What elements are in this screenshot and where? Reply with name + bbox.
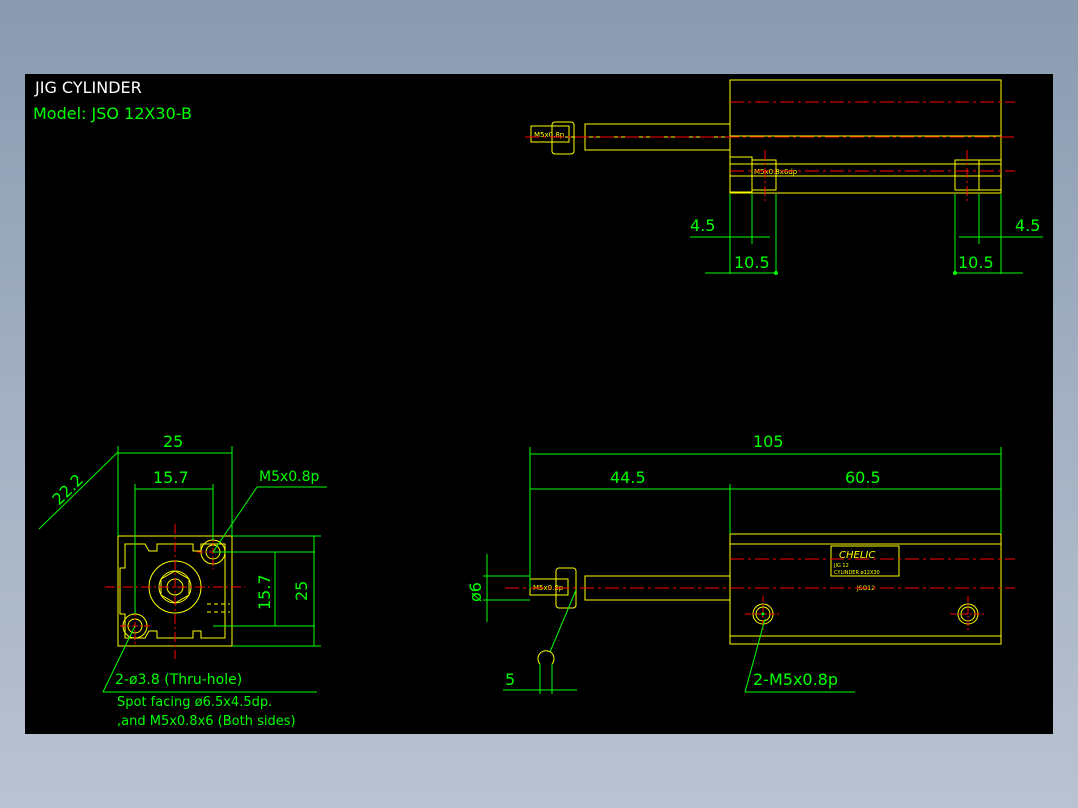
dim-end-width: 25 (163, 432, 183, 451)
dim-end-hole-pitch-vertical: 15.7 (255, 574, 274, 610)
dim-top-left-small: 4.5 (690, 216, 715, 235)
end-view-hole-note: 2-ø3.8 (Thru-hole) (115, 672, 242, 688)
dim-end-diagonal: 22.2 (48, 470, 87, 509)
top-view-mount-left (729, 156, 753, 193)
brand-line-1: JIG 12 (833, 563, 849, 569)
dim-end-hole-pitch: 15.7 (153, 468, 189, 487)
dim-side-rod-diameter: ø6 (466, 582, 485, 602)
dim-side-nut: 5 (505, 670, 515, 689)
side-view-mount-note: 2-M5x0.8p (753, 670, 838, 689)
end-view-port-label: M5x0.8p (259, 469, 320, 485)
top-view-nut (551, 121, 575, 155)
end-view-spot-note-1: Spot facing ø6.5x4.5dp. (117, 695, 272, 710)
dim-top-right-big: 10.5 (958, 253, 994, 272)
brand-plate (830, 545, 900, 577)
dim-side-right: 60.5 (845, 468, 881, 487)
drawing-title: JIG CYLINDER (34, 78, 142, 97)
top-view-mount-label: M5x0.8x6dp (754, 168, 798, 176)
end-view: 25 15.7 22.2 15.7 25 M5x0.8p 2-ø3.8 (Thr… (38, 432, 327, 729)
top-view: M5x0.8p M5x0.8x6dp 4.5 10.5 4.5 10.5 (525, 79, 1043, 274)
brand-name: CHELIC (839, 550, 875, 561)
dimension-markers (761, 271, 957, 616)
brand-line-2: CYLINDER ø12X30 (834, 570, 880, 576)
dim-end-height: 25 (292, 581, 311, 601)
end-view-spot-note-2: ,and M5x0.8x6 (Both sides) (117, 714, 296, 729)
dim-top-right-small: 4.5 (1015, 216, 1040, 235)
side-view: M5x0.8p CHELIC JIG 12 CYLINDER ø12X30 JS… (466, 432, 1015, 694)
drawing-canvas: JIG CYLINDER Model: JSO 12X30-B M5x0.8p … (25, 74, 1053, 734)
dim-top-left-big: 10.5 (734, 253, 770, 272)
dim-side-left: 44.5 (610, 468, 646, 487)
top-view-port-label: M5x0.8p (534, 131, 565, 139)
cad-drawing: JIG CYLINDER Model: JSO 12X30-B M5x0.8p … (33, 78, 1043, 729)
dim-side-total: 105 (753, 432, 784, 451)
model-label: Model: JSO 12X30-B (33, 104, 192, 123)
